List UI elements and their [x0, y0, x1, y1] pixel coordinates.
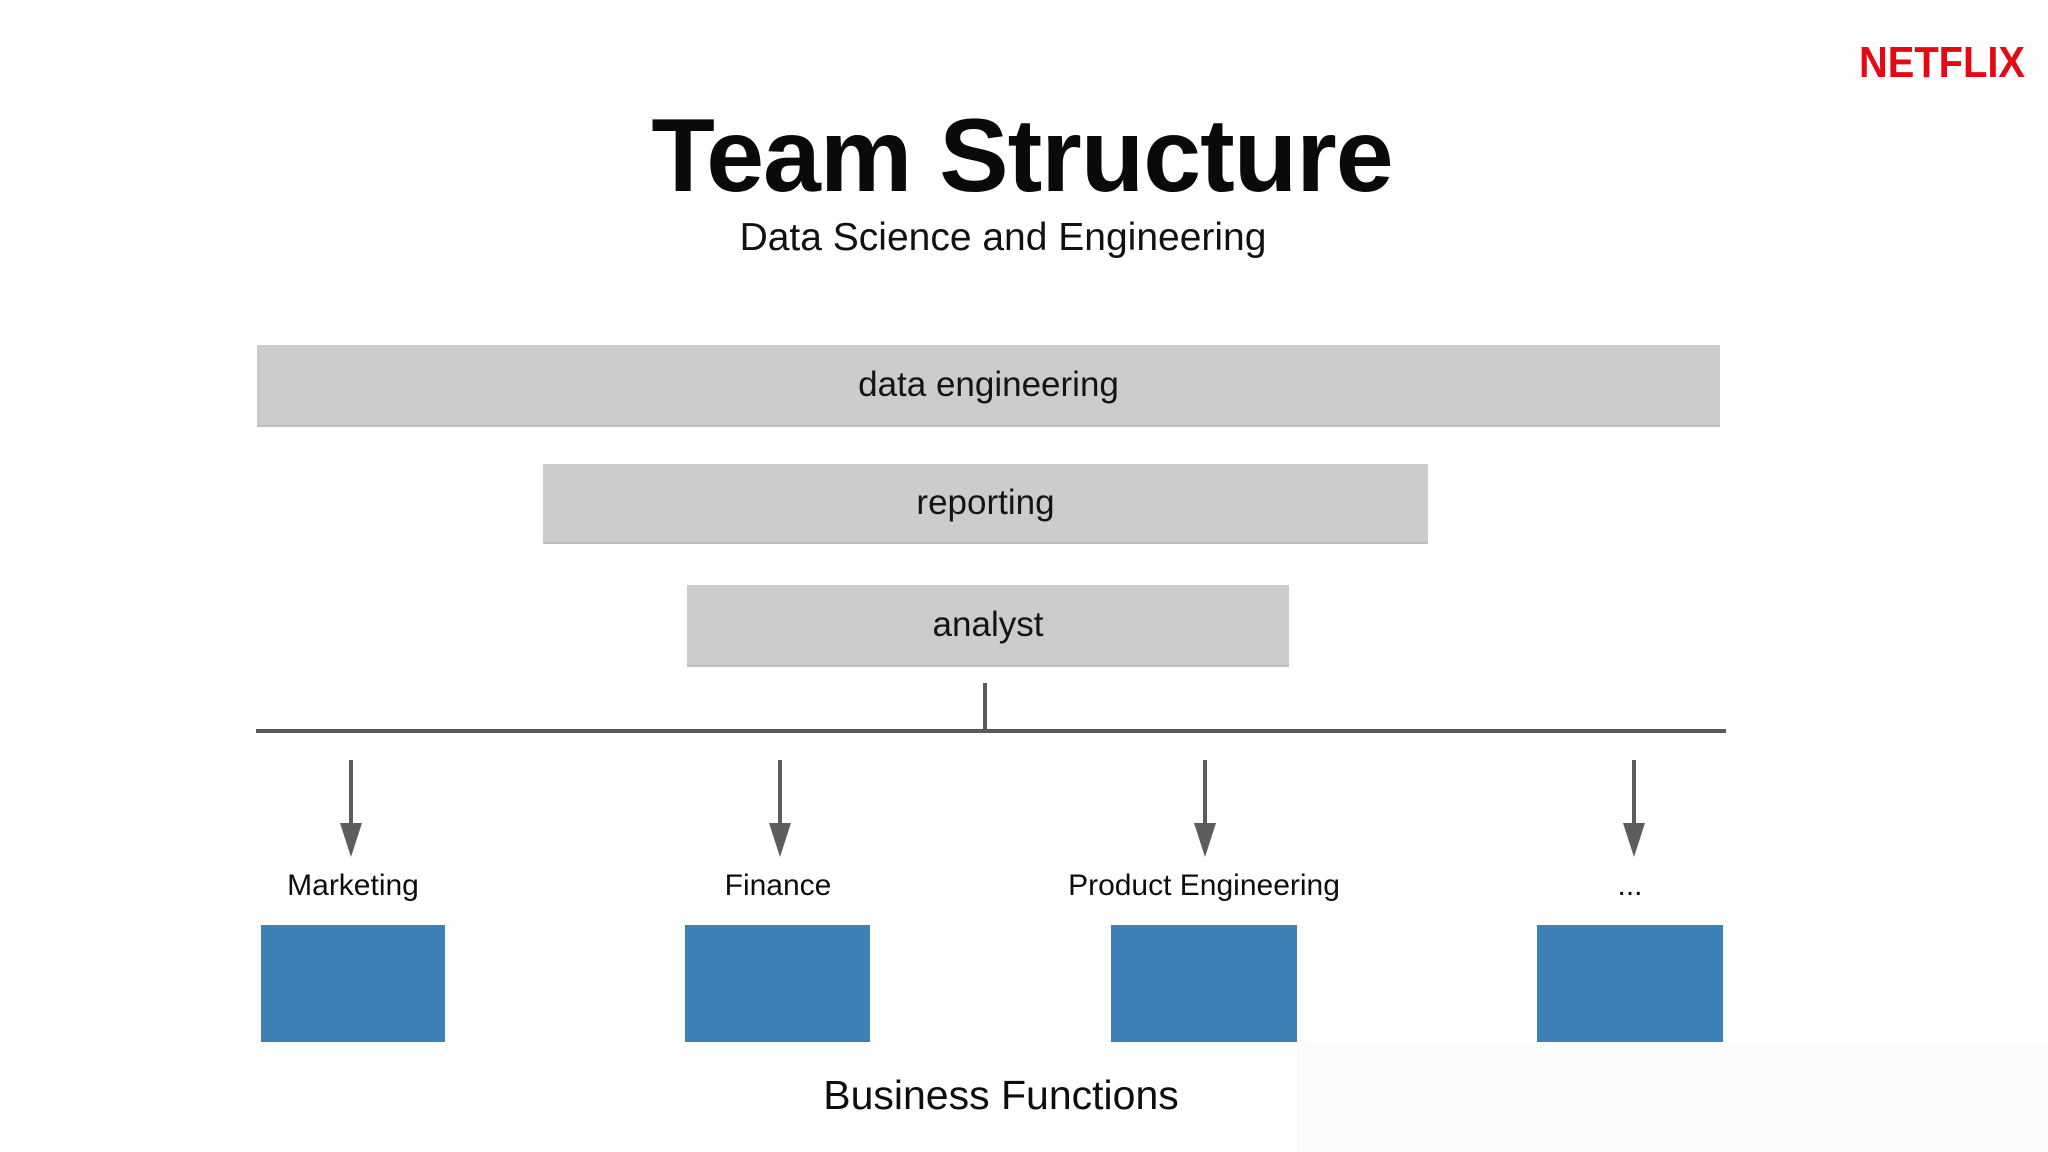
netflix-wordmark: NETFLIX — [1859, 38, 2025, 86]
down-arrow-icon — [1623, 760, 1645, 857]
function-box-finance — [685, 925, 870, 1042]
layer-bar-reporting: reporting — [543, 464, 1428, 544]
bottom-right-shade — [1297, 1043, 2048, 1152]
connector-vertical-stub — [983, 683, 987, 733]
layer-label-data-engineering: data engineering — [858, 365, 1119, 404]
function-label-finance: Finance — [724, 869, 832, 902]
page-subtitle: Data Science and Engineering — [739, 216, 1267, 259]
netflix-logo: NETFLIX — [1855, 36, 2029, 87]
layer-bar-data-engineering: data engineering — [257, 345, 1720, 427]
connector-horizontal-line — [256, 729, 1726, 733]
layer-label-reporting: reporting — [916, 483, 1055, 522]
function-label-marketing: Marketing — [287, 869, 419, 902]
down-arrow-icon — [340, 760, 362, 857]
down-arrow-icon — [769, 760, 791, 857]
function-box-product-engineering — [1111, 925, 1297, 1042]
function-label-product-engineering: Product Engineering — [1068, 869, 1340, 902]
function-box-ellipsis — [1537, 925, 1723, 1042]
layer-bar-analyst: analyst — [687, 585, 1289, 667]
layer-label-analyst: analyst — [932, 605, 1044, 644]
netflix-logo-icon: NETFLIX — [1859, 38, 2025, 87]
function-box-marketing — [261, 925, 445, 1042]
down-arrow-icon — [1194, 760, 1216, 857]
page-title: Team Structure — [651, 98, 1393, 214]
function-label-ellipsis: ... — [1617, 869, 1643, 902]
diagram-caption: Business Functions — [823, 1072, 1179, 1118]
